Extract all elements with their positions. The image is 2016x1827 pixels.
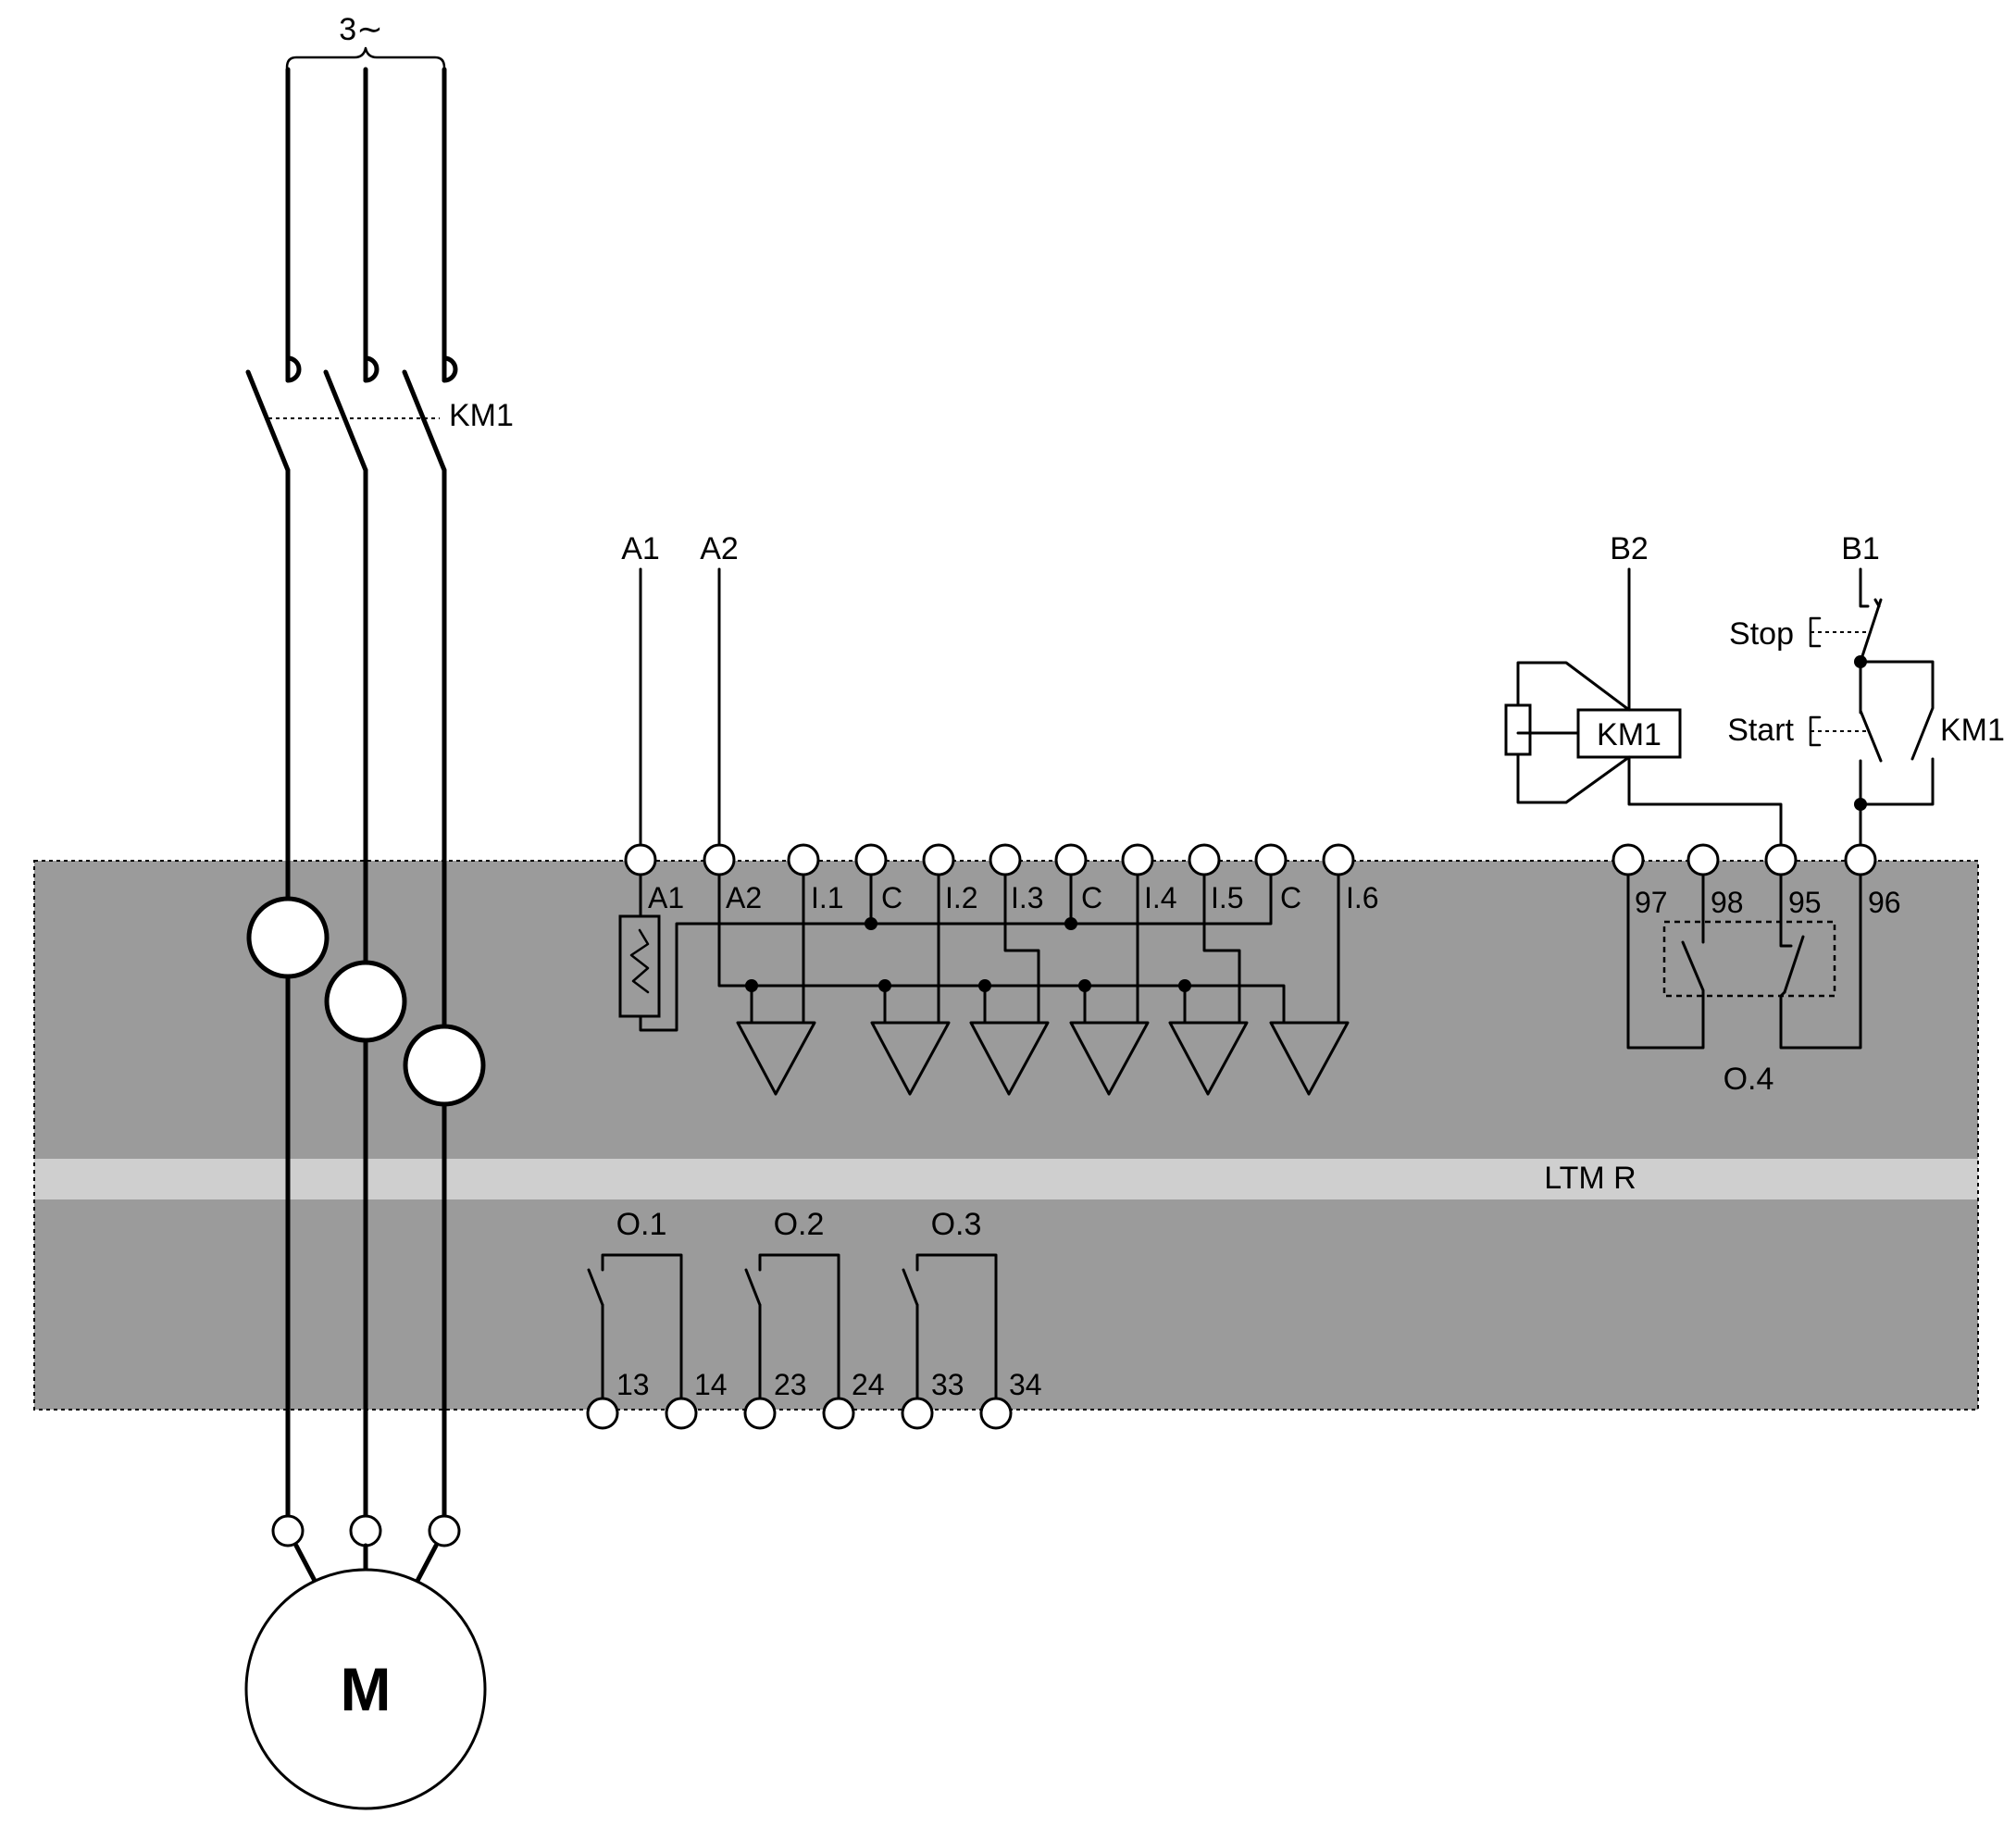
terminal-i4 — [1121, 843, 1154, 876]
current-transformer-2 — [324, 960, 407, 1043]
coil-suppressor — [1504, 703, 1532, 756]
terminal-i1 — [787, 843, 820, 876]
terminal-c2 — [1054, 843, 1088, 876]
terminal-c1 — [854, 843, 888, 876]
start-button-label: Start — [1727, 713, 1794, 748]
output-relay-o2: O.2 23 24 — [743, 1207, 885, 1430]
terminal-i3 — [989, 843, 1022, 876]
control-supply: A1 A2 — [621, 531, 739, 848]
terminal-23 — [743, 1397, 777, 1430]
terminal-c3 — [1254, 843, 1288, 876]
output-relay-o1: O.1 13 14 — [586, 1207, 728, 1430]
motor-terminal-2 — [349, 1514, 382, 1547]
output-terminal-label: 33 — [931, 1368, 964, 1401]
input-element — [1269, 1021, 1350, 1096]
relay-o4-label: O.4 — [1724, 1062, 1774, 1097]
output-terminal-label: 14 — [694, 1368, 728, 1401]
input-terminal-strip: A1 A2 I.1 C I.2 I.3 C I.4 I.5 C I.6 — [618, 843, 1379, 1096]
terminal-label: I.5 — [1211, 881, 1244, 914]
km1-main-contacts: KM1 — [245, 369, 514, 473]
relay-o4: 97 98 95 96 O.4 — [1612, 843, 1901, 1097]
output-relay-o3: O.3 33 34 — [901, 1207, 1042, 1430]
input-element — [1069, 1021, 1150, 1096]
relay-terminal-label: 98 — [1711, 886, 1744, 919]
supply-a2-label: A2 — [700, 531, 739, 566]
supply-brace — [285, 46, 446, 69]
km1-coil-label: KM1 — [1597, 717, 1661, 752]
control-b1-label: B1 — [1841, 531, 1880, 566]
internal-supply-element — [618, 873, 1286, 1032]
terminal-34 — [979, 1397, 1013, 1430]
control-b2-label: B2 — [1610, 531, 1649, 566]
terminal-label: A1 — [648, 881, 684, 914]
terminal-a1 — [624, 843, 657, 876]
terminal-95 — [1764, 843, 1798, 876]
control-circuit: B2 B1 KM1 Stop Start KM1 — [1504, 531, 2005, 848]
km1-main-label: KM1 — [449, 398, 514, 433]
motor-label: M — [341, 1655, 392, 1723]
motor-terminal-3 — [428, 1514, 461, 1547]
output-terminal-label: 13 — [616, 1368, 650, 1401]
current-transformer-1 — [246, 896, 330, 979]
relay-terminal-label: 97 — [1635, 886, 1668, 919]
supply-a1-label: A1 — [621, 531, 660, 566]
terminal-i2 — [922, 843, 955, 876]
terminal-label: I.3 — [1011, 881, 1044, 914]
terminal-label: I.2 — [945, 881, 978, 914]
terminal-label: C — [1280, 881, 1301, 914]
supply-phase-label: 3∼ — [339, 12, 382, 47]
terminal-a2 — [703, 843, 736, 876]
output-name: O.1 — [616, 1207, 667, 1242]
output-terminal-label: 34 — [1009, 1368, 1042, 1401]
relay-terminal-label: 95 — [1788, 886, 1822, 919]
terminal-label: A2 — [726, 881, 762, 914]
input-element — [870, 1021, 951, 1096]
power-circuit: 3∼ KM1 M — [244, 12, 514, 1810]
device-name: LTM R — [1544, 1161, 1636, 1196]
output-terminal-label: 23 — [774, 1368, 807, 1401]
stop-button-label: Stop — [1729, 616, 1794, 652]
terminal-i6 — [1322, 843, 1355, 876]
terminal-i5 — [1188, 843, 1221, 876]
motor — [244, 1568, 487, 1810]
ltmr-device-body: LTM R — [33, 860, 1979, 1411]
terminal-96 — [1844, 843, 1877, 876]
km1-holding-label: KM1 — [1940, 713, 2005, 748]
terminal-13 — [586, 1397, 619, 1430]
terminal-14 — [665, 1397, 698, 1430]
current-transformer-3 — [403, 1024, 486, 1107]
input-element — [969, 1021, 1050, 1096]
output-terminal-label: 24 — [852, 1368, 885, 1401]
terminal-98 — [1686, 843, 1720, 876]
terminal-97 — [1612, 843, 1645, 876]
input-element — [736, 1021, 816, 1096]
terminal-label: I.6 — [1346, 881, 1379, 914]
terminal-label: I.1 — [811, 881, 844, 914]
output-relays: O.1 13 14 O.2 23 24 O.3 33 34 — [586, 1207, 1042, 1430]
terminal-label: I.4 — [1144, 881, 1177, 914]
relay-terminal-label: 96 — [1868, 886, 1901, 919]
motor-terminal-1 — [271, 1514, 305, 1547]
terminal-33 — [901, 1397, 934, 1430]
output-name: O.2 — [774, 1207, 825, 1242]
output-name: O.3 — [931, 1207, 982, 1242]
terminal-24 — [822, 1397, 855, 1430]
input-element — [1168, 1021, 1249, 1096]
terminal-label: C — [1081, 881, 1102, 914]
terminal-label: C — [881, 881, 902, 914]
